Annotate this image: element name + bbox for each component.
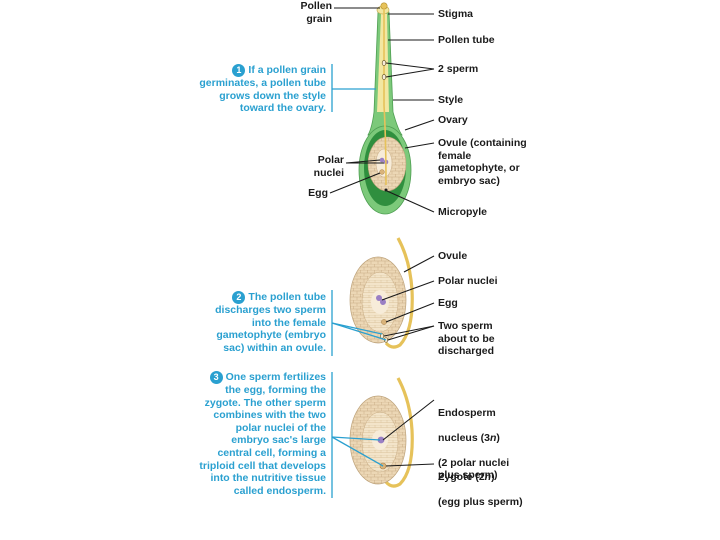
label-endosperm-rest: (2 polar nuclei plus sperm) bbox=[438, 456, 510, 482]
label-zygote-b: ) bbox=[491, 470, 495, 483]
egg-cell bbox=[379, 169, 385, 175]
label-zygote-a: Zygote (2 bbox=[438, 470, 485, 483]
label-egg-1: Egg bbox=[308, 187, 328, 199]
label-egg-2: Egg bbox=[438, 297, 458, 309]
leader-lines bbox=[329, 7, 435, 467]
ovule-drawing-3 bbox=[349, 377, 414, 488]
label-stigma: Stigma bbox=[438, 8, 474, 20]
label-style: Style bbox=[438, 94, 464, 106]
label-pollen-tube: Pollen tube bbox=[438, 34, 495, 46]
polar-nucleus bbox=[379, 157, 385, 163]
label-ovule: Ovule bbox=[438, 250, 468, 262]
label-ovary: Ovary bbox=[438, 114, 468, 126]
label-polar-nuclei-2: Polar nuclei bbox=[438, 275, 498, 287]
step-2-body: The pollen tube discharges two sperm int… bbox=[215, 291, 326, 354]
step-3-body: One sperm fertilizes the egg, forming th… bbox=[199, 371, 326, 497]
polar-nucleus bbox=[380, 299, 386, 305]
step-3-number: 3 bbox=[209, 371, 223, 384]
label-zygote-n: n bbox=[484, 470, 492, 483]
egg-cell bbox=[381, 319, 387, 325]
pollen-tube-shape-3 bbox=[384, 377, 414, 488]
label-two-sperm: 2 sperm bbox=[438, 63, 479, 75]
ovule-drawing-2 bbox=[349, 237, 414, 349]
pollen-grain-shape bbox=[380, 2, 388, 10]
pollen-tube-shape bbox=[383, 9, 387, 186]
label-micropyle: Micropyle bbox=[438, 206, 488, 218]
pistil-drawing bbox=[358, 2, 412, 215]
step-1-body: If a pollen grain germinates, a pollen t… bbox=[199, 64, 326, 115]
label-polar-nuclei-1: Polar nuclei bbox=[313, 154, 344, 179]
step-1-number: 1 bbox=[232, 64, 246, 77]
endosperm-nucleus bbox=[377, 436, 385, 444]
label-pollen-grain: Pollen grain bbox=[300, 0, 332, 25]
label-endosperm-n: n bbox=[489, 431, 497, 444]
step-2-number: 2 bbox=[232, 291, 246, 304]
label-endosperm: Endosperm nucleus (3n) (2 polar nuclei p… bbox=[438, 394, 509, 482]
label-ovule-containing: Ovule (containing female gametophyte, or… bbox=[438, 137, 527, 187]
pollen-tube-shape-2 bbox=[384, 237, 414, 349]
step-brackets bbox=[331, 64, 387, 498]
label-zygote-rest: (egg plus sperm) bbox=[438, 495, 523, 508]
label-endosperm-line2b: ) bbox=[496, 431, 500, 444]
label-two-sperm-discharged: Two sperm about to be discharged bbox=[438, 320, 495, 357]
sperm-cell bbox=[381, 60, 387, 66]
label-zygote: Zygote (2n) (egg plus sperm) bbox=[438, 458, 523, 508]
sperm-cell bbox=[381, 74, 387, 80]
label-endosperm-line2a: nucleus (3 bbox=[438, 431, 490, 444]
polar-nucleus bbox=[376, 295, 382, 301]
label-endosperm-line1: Endosperm bbox=[438, 406, 496, 419]
